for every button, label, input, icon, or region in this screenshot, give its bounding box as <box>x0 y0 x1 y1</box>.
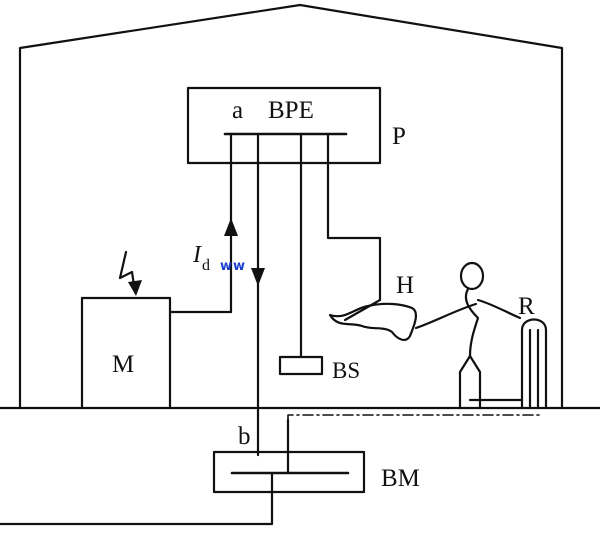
person-arm-right <box>476 298 522 320</box>
label-bpe: BPE <box>268 97 314 124</box>
label-terminal-b: b <box>238 423 251 450</box>
label-current: I <box>193 242 201 268</box>
bm-lead <box>0 471 274 526</box>
current-arrow-up-icon <box>224 218 238 236</box>
current-arrow-down-icon <box>251 268 265 286</box>
label-room-p: P <box>392 123 406 150</box>
label-terminal-a: a <box>232 97 244 124</box>
person-body <box>464 287 480 358</box>
label-equipment-h: H <box>396 272 415 299</box>
conductor-h <box>326 132 382 302</box>
watermark-text: ww <box>220 259 247 274</box>
label-bm: BM <box>381 465 420 492</box>
label-equipment-r: R <box>518 293 535 320</box>
label-current-sub: d <box>202 257 210 274</box>
r-device <box>520 318 548 410</box>
bpe-box <box>186 86 382 165</box>
person-head <box>459 261 485 291</box>
lightning-arrow-icon <box>128 280 142 296</box>
building-outline <box>18 3 564 410</box>
bonding-dashdot <box>287 414 541 421</box>
person-legs <box>458 354 472 410</box>
h-device <box>328 302 418 342</box>
m-box <box>80 296 172 410</box>
person-arm-left <box>414 302 478 330</box>
label-bs: BS <box>332 358 361 383</box>
h-cord <box>343 298 382 322</box>
person-legs-right <box>468 354 482 410</box>
bs-box <box>278 355 324 376</box>
label-machine-m: M <box>112 351 135 378</box>
